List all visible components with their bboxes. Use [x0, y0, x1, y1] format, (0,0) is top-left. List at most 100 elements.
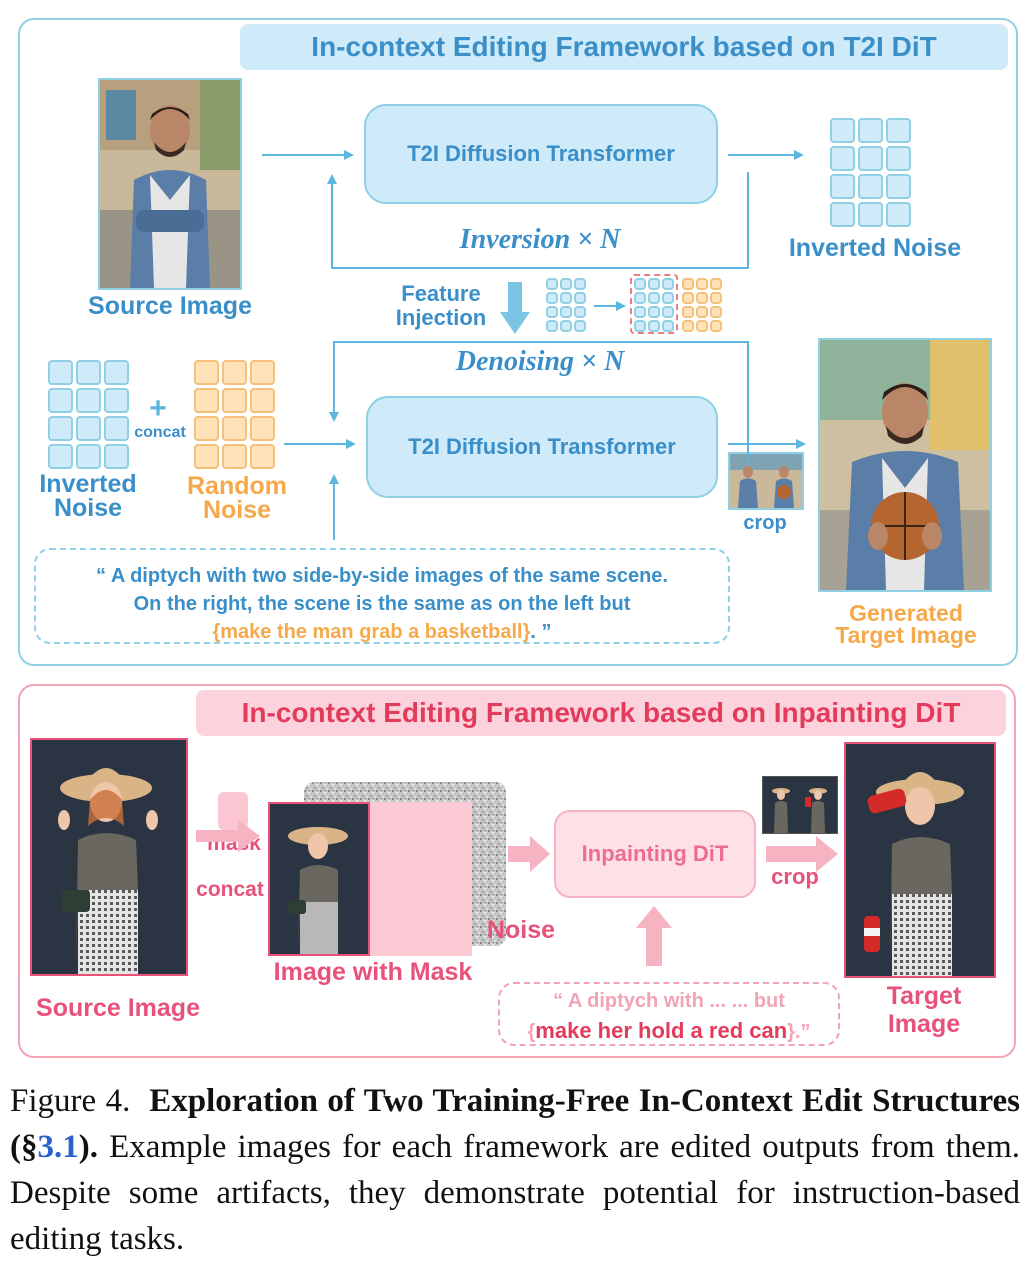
noise-cell [194, 416, 219, 441]
arrow-to-target [766, 836, 838, 872]
figure-caption: Figure 4. Exploration of Two Training-Fr… [10, 1078, 1020, 1262]
crop-label-bottom: crop [771, 864, 819, 889]
arrow-to-inpainting-dit [508, 836, 550, 872]
inverted-noise-grid-input [48, 360, 129, 469]
crop-label-top: crop [743, 512, 787, 534]
caption-prefix: Figure 4. [10, 1083, 131, 1119]
noise-cell [858, 146, 883, 171]
feature-cell [662, 320, 674, 332]
feature-cell [546, 306, 558, 318]
feature-cell [574, 306, 586, 318]
feature-cell [634, 320, 646, 332]
feature-cell [682, 292, 694, 304]
caption-body: Example images for each framework are ed… [10, 1129, 1020, 1257]
diptych-thumbnail-bottom [762, 776, 838, 834]
feature-injection-label: Feature Injection [376, 282, 506, 330]
t2i-dit-top: T2I Diffusion Transformer [364, 104, 718, 204]
t2i-dit-bottom-label: T2I Diffusion Transformer [408, 434, 676, 459]
inversion-label: Inversion × N [459, 224, 621, 255]
feature-cell [710, 278, 722, 290]
noise-cell [858, 174, 883, 199]
noise-cell [830, 202, 855, 227]
feature-grid-target-orange [682, 278, 722, 332]
feature-cell [546, 292, 558, 304]
noise-cell [48, 388, 73, 413]
prompt-top-line1: “ A diptych with two side-by-side images… [96, 565, 668, 587]
noise-cell [76, 360, 101, 385]
feature-injection-line2: Injection [395, 305, 487, 330]
noise-cell [48, 360, 73, 385]
mask-region [368, 802, 472, 956]
generated-target-line1: Generated [849, 600, 963, 626]
noise-cell [250, 444, 275, 469]
image-with-mask [268, 802, 472, 956]
feature-cell [710, 306, 722, 318]
prompt-bottom-close: }.” [787, 1021, 811, 1043]
noise-cell [48, 416, 73, 441]
feature-grid-inverted [546, 278, 586, 332]
feature-grid-target-blue [634, 278, 674, 332]
source-image-man [98, 78, 242, 290]
noise-cell [48, 444, 73, 469]
noise-label: Noise [486, 916, 556, 944]
prompt-top-line3: {make the man grab a basketball}. ” [36, 618, 728, 646]
feature-cell [648, 292, 660, 304]
feature-cell [560, 306, 572, 318]
feature-cell [634, 278, 646, 290]
target-image-label: Target Image [846, 982, 1002, 1038]
inverted-noise-label: Inverted Noise [788, 234, 962, 262]
noise-cell [830, 118, 855, 143]
noise-cell [104, 444, 129, 469]
noise-cell [830, 174, 855, 199]
feature-cell [560, 278, 572, 290]
concat-label-top: concat [134, 424, 186, 441]
inpainting-framework-panel [18, 684, 1016, 1058]
noise-cell [250, 388, 275, 413]
feature-injection-line1: Feature [401, 281, 481, 306]
random-noise-grid [194, 360, 275, 469]
generated-target-label: Generated Target Image [808, 600, 1004, 648]
random-noise-label: Random Noise [172, 472, 302, 523]
feature-cell [648, 278, 660, 290]
feature-dashed-box [630, 274, 678, 334]
noise-cell [104, 360, 129, 385]
noise-cell [76, 388, 101, 413]
feature-cell [546, 320, 558, 332]
noise-cell [194, 444, 219, 469]
noise-cell [886, 202, 911, 227]
caption-section-ref[interactable]: 3.1 [37, 1129, 79, 1165]
inverted-noise-input-label: Inverted Noise [26, 472, 150, 522]
feature-cell [682, 306, 694, 318]
noise-cell [830, 146, 855, 171]
prompt-box-top: “ A diptych with two side-by-side images… [34, 548, 730, 644]
generated-target-image [818, 338, 992, 592]
prompt-top-instruction: {make the man grab a basketball} [212, 621, 531, 643]
noise-cell [104, 388, 129, 413]
random-noise-line1: Random [187, 472, 287, 500]
inpainting-dit: Inpainting DiT [554, 810, 756, 898]
feature-cell [574, 320, 586, 332]
arrow-prompt-to-dit [636, 906, 672, 966]
prompt-bottom-open: { [527, 1021, 536, 1043]
generated-target-line2: Target Image [835, 622, 977, 648]
prompt-top-line2: On the right, the scene is the same as o… [133, 593, 631, 615]
denoising-label: Denoising × N [455, 346, 625, 377]
feature-cell [696, 292, 708, 304]
feature-cell [710, 292, 722, 304]
prompt-bottom-instruction: make her hold a red can [535, 1018, 788, 1043]
target-image-woman [844, 742, 996, 978]
noise-cell [858, 202, 883, 227]
noise-cell [222, 416, 247, 441]
inverted-noise-input-line2: Noise [53, 494, 123, 522]
noise-cell [104, 416, 129, 441]
feature-cell [662, 306, 674, 318]
feature-cell [648, 306, 660, 318]
source-image-label: Source Image [88, 292, 252, 320]
target-image-line2: Image [887, 1010, 961, 1038]
feature-cell [560, 292, 572, 304]
feature-cell [682, 320, 694, 332]
caption-bold-title: Exploration of Two Training-Free In-Cont… [10, 1083, 1020, 1165]
arrow-to-image-with-mask [196, 820, 260, 852]
prompt-box-bottom: “ A diptych with ... ... but {make her h… [498, 982, 840, 1046]
feature-cell [634, 292, 646, 304]
